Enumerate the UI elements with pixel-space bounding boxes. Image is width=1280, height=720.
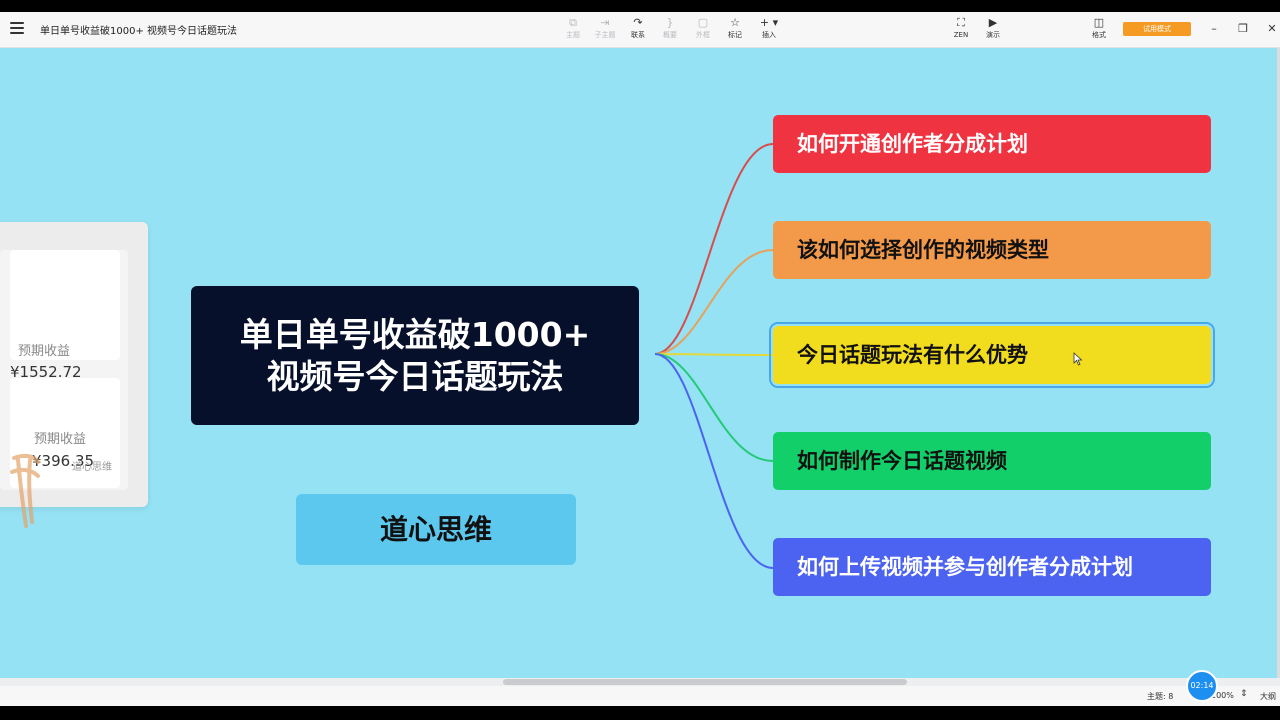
summary-icon: }: [666, 16, 674, 29]
mouse-cursor-icon: [1073, 352, 1083, 366]
connector-1: [654, 143, 774, 355]
brush-stroke-decoration: [10, 453, 40, 528]
central-topic[interactable]: 单日单号收益破1000+ 视频号今日话题玩法: [191, 286, 639, 425]
toolbar-boundary-button[interactable]: ▢ 外框: [688, 16, 718, 44]
branch-topic-4[interactable]: 如何制作今日话题视频: [773, 432, 1211, 490]
image-watermark: 道心思维: [72, 462, 112, 473]
connector-4: [654, 353, 774, 462]
image-value-2: ¥396.35: [32, 452, 95, 470]
plus-icon: + ▾: [759, 16, 779, 29]
zoom-stepper-icon[interactable]: ⇕: [1240, 689, 1248, 699]
outline-button[interactable]: 大纲: [1260, 692, 1276, 701]
toolbar-summary-button[interactable]: } 概要: [655, 16, 685, 44]
central-topic-line-2: 视频号今日话题玩法: [266, 356, 564, 396]
toolbar-topic-button[interactable]: ⧉ 主题: [558, 16, 588, 44]
connector-2: [654, 249, 774, 355]
toolbar-present-button[interactable]: ▶ 演示: [978, 16, 1008, 44]
top-toolbar: 单日单号收益破1000+ 视频号今日话题玩法 ⧉ 主题 ⇥ 子主题 ↷ 联系 }…: [0, 12, 1280, 48]
image-label-1: 预期收益: [18, 344, 71, 359]
central-topic-line-1: 单日单号收益破1000+: [239, 314, 591, 354]
toolbar-relationship-button[interactable]: ↷ 联系: [623, 16, 653, 44]
toolbar-zen-button[interactable]: ⛶ ZEN: [946, 16, 976, 44]
boundary-icon: ▢: [697, 16, 709, 29]
image-label-2: 预期收益: [34, 432, 87, 447]
toolbar-subtopic-button[interactable]: ⇥ 子主题: [590, 16, 620, 44]
document-title: 单日单号收益破1000+ 视频号今日话题玩法: [40, 26, 238, 37]
toolbar-marker-button[interactable]: ☆ 标记: [720, 16, 750, 44]
zoom-level[interactable]: 100%: [1211, 691, 1234, 700]
subtopic-icon: ⇥: [600, 16, 610, 29]
trial-mode-button[interactable]: 试用模式: [1123, 22, 1191, 36]
toolbar-insert-button[interactable]: + ▾ 插入: [754, 16, 784, 44]
status-bar: 主题: 8 100% ⇕ 大纲: [0, 686, 1280, 706]
branch-topic-2[interactable]: 该如何选择创作的视频类型: [773, 221, 1211, 279]
horizontal-scrollbar-thumb[interactable]: [503, 679, 907, 685]
vertical-scrollbar[interactable]: [1277, 48, 1280, 678]
star-icon: ☆: [730, 16, 740, 29]
image-value-1: ¥1552.72: [10, 363, 82, 381]
play-icon: ▶: [988, 16, 998, 29]
toolbar-format-button[interactable]: ◫ 格式: [1084, 16, 1114, 44]
hamburger-menu-icon[interactable]: [10, 22, 24, 36]
topic-icon: ⧉: [569, 16, 577, 29]
mindmap-canvas[interactable]: 预期收益 ¥1552.72 预期收益 ¥396.35 道心思维 单日单号收益破1…: [0, 48, 1280, 678]
relationship-icon: ↷: [633, 16, 643, 29]
recording-timer-badge: 02:14: [1186, 670, 1218, 702]
connector-5: [654, 353, 774, 569]
close-icon[interactable]: ✕: [1267, 22, 1277, 35]
embedded-image[interactable]: 预期收益 ¥1552.72 预期收益 ¥396.35: [0, 222, 148, 507]
branch-connectors: [654, 143, 774, 569]
branch-topic-1[interactable]: 如何开通创作者分成计划: [773, 115, 1211, 173]
format-panel-icon: ◫: [1093, 16, 1105, 29]
floating-topic-brand[interactable]: 道心思维: [296, 494, 576, 565]
connector-3: [654, 353, 774, 356]
branch-topic-3[interactable]: 今日话题玩法有什么优势: [769, 322, 1215, 388]
restore-icon[interactable]: ❐: [1238, 22, 1248, 35]
topic-count: 主题: 8: [1147, 692, 1174, 701]
branch-topic-5[interactable]: 如何上传视频并参与创作者分成计划: [773, 538, 1211, 596]
minimize-icon[interactable]: –: [1211, 22, 1217, 35]
fullscreen-icon: ⛶: [957, 16, 965, 29]
